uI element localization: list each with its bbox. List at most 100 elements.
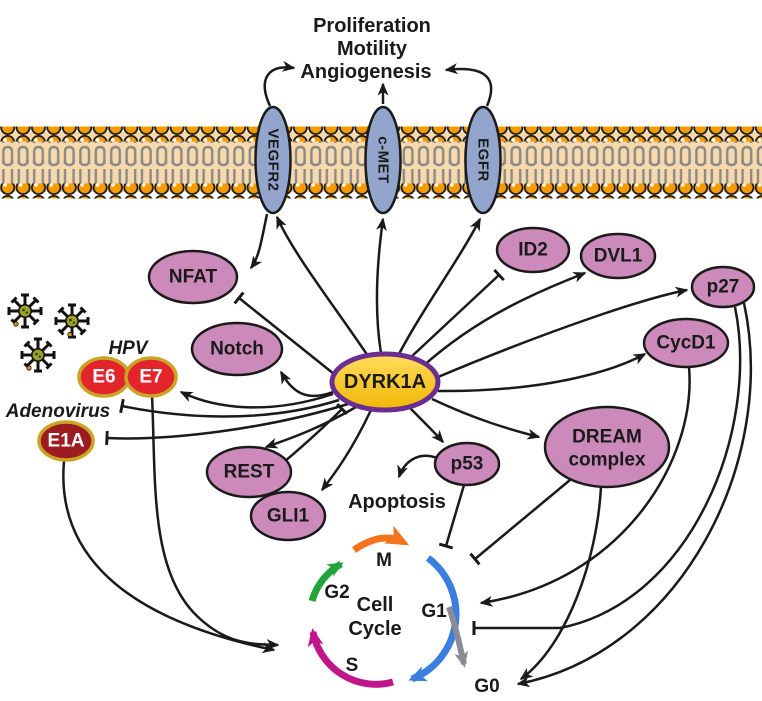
nfat-shape <box>147 249 239 305</box>
cycd1-label: CycD1 <box>656 333 716 354</box>
p27-shape <box>690 265 756 309</box>
nfat-label: NFAT <box>169 267 218 288</box>
edge-dyrk1a-notch-activation <box>279 370 334 398</box>
node-rest: REST <box>205 445 293 499</box>
output-proliferation: Proliferation <box>313 15 431 37</box>
cell-cycle-label-line2: Cycle <box>348 618 401 640</box>
cell-cycle-diagram: Cell Cycle G2 M G1 S G0 <box>307 525 500 697</box>
edge-cycd1-g1-activation <box>479 366 691 607</box>
node-id2: ID2 <box>495 226 571 274</box>
edge-egfr-outputs-activation <box>444 63 493 107</box>
e1a-shape <box>37 420 95 462</box>
edge-dyrk1a-e1a-inhibition <box>105 402 349 446</box>
edge-dyrk1a-p27-activation <box>437 286 689 379</box>
node-dvl1: DVL1 <box>579 232 657 280</box>
edge-vegfr2-nfat-activation <box>249 213 269 270</box>
edge-dyrk1a-dvl1-activation <box>421 271 587 368</box>
node-notch: Notch <box>190 321 284 377</box>
edge-dyrk1a-id2-inhibition <box>409 268 505 359</box>
pathway-outputs: Proliferation Motility Angiogenesis <box>300 15 431 83</box>
node-gli1: GLI1 <box>249 490 327 542</box>
m-arc <box>352 525 410 553</box>
vegfr2-label: VEGFR2 <box>265 128 282 191</box>
vegfr2-shape <box>254 105 292 215</box>
edge-dyrk1a-nfat-inhibition <box>233 291 335 375</box>
egfr-label: EGFR <box>475 138 492 182</box>
edge-vegfr2-outputs-activation <box>263 60 296 107</box>
gli1-shape <box>249 490 327 542</box>
dvl1-shape <box>579 232 657 280</box>
dream-shape <box>543 405 671 489</box>
notch-label: Notch <box>210 339 264 360</box>
node-e7: E7 <box>124 356 178 398</box>
rest-label: REST <box>224 462 275 483</box>
edge-rest-dyrk1a-inhibition <box>283 402 349 463</box>
dream-label-line1: DREAM <box>572 427 642 448</box>
edge-dyrk1a-p53-activation <box>408 406 444 444</box>
virus-icon <box>20 337 56 373</box>
edge-dyrk1a-vegfr2-activation <box>275 215 370 357</box>
e7-label: E7 <box>139 367 162 388</box>
node-e1a: E1A <box>37 420 95 462</box>
gli1-label: GLI1 <box>267 506 310 527</box>
node-p53: p53 <box>433 441 501 487</box>
dream-label-line2: complex <box>568 450 646 471</box>
phase-s-label: S <box>346 655 359 676</box>
node-cycd1: CycD1 <box>642 317 730 369</box>
edge-dyrk1a-cycd1-activation <box>437 352 647 393</box>
virus-particles <box>7 293 90 373</box>
egfr-shape <box>464 105 502 215</box>
edge-dream-cellcycle-inhibition <box>469 479 571 566</box>
edge-p53-apoptosis-activation <box>397 454 438 479</box>
edge-dream-g0-activation <box>519 486 603 681</box>
edge-dyrk1a-e6-inhibition <box>119 398 340 418</box>
phase-g1-label: G1 <box>421 601 447 622</box>
receptor-vegfr2: VEGFR2 <box>254 105 292 215</box>
receptor-egfr: EGFR <box>464 105 502 215</box>
p27-label: p27 <box>707 277 740 298</box>
dyrk1a-shape <box>329 351 441 413</box>
node-dyrk1a: DYRK1A <box>329 351 441 413</box>
g2-arc <box>308 560 344 603</box>
p53-label: p53 <box>451 454 484 475</box>
edge-dyrk1a-dream-activation <box>431 397 541 440</box>
hpv-label: HPV <box>108 338 148 359</box>
output-motility: Motility <box>337 38 408 60</box>
edge-e1a-cellcycle-activation <box>62 460 276 654</box>
receptor-cmet: c-MET <box>364 105 402 215</box>
e6-label: E6 <box>92 367 115 388</box>
g0-arc <box>446 606 468 668</box>
edge-dyrk1a-cmet-activation <box>375 217 387 354</box>
id2-shape <box>495 226 571 274</box>
node-dream-complex: DREAM complex <box>543 405 671 489</box>
edge-dyrk1a-e7-activation <box>179 390 334 409</box>
rest-shape <box>205 445 293 499</box>
virus-icon <box>54 303 90 339</box>
p53-shape <box>433 441 501 487</box>
edge-p27-g0-activation <box>516 302 753 688</box>
apoptosis-label: Apoptosis <box>348 491 446 513</box>
id2-label: ID2 <box>518 240 548 261</box>
edge-dyrk1a-egfr-activation <box>397 217 482 355</box>
node-nfat: NFAT <box>147 249 239 305</box>
cmet-shape <box>364 105 402 215</box>
node-p27: p27 <box>690 265 756 309</box>
cmet-label: c-MET <box>375 136 392 184</box>
output-angiogenesis: Angiogenesis <box>300 61 431 83</box>
node-e6: E6 <box>77 356 131 398</box>
edge-p53-cellcycle-inhibition <box>438 484 466 550</box>
s-arc <box>307 628 394 688</box>
phase-m-label: M <box>376 550 392 571</box>
dvl1-label: DVL1 <box>594 246 643 267</box>
phase-g0-label: G0 <box>474 676 499 697</box>
adenovirus-label: Adenovirus <box>5 401 111 422</box>
edge-p27-g1-inhibition <box>472 306 742 635</box>
dyrk1a-label: DYRK1A <box>344 371 426 393</box>
cycd1-shape <box>642 317 730 369</box>
cell-cycle-label-line1: Cell <box>357 594 394 616</box>
e1a-label: E1A <box>48 431 85 452</box>
edge-dyrk1a-gli1-activation <box>321 409 373 492</box>
phase-g2-label: G2 <box>324 582 349 603</box>
